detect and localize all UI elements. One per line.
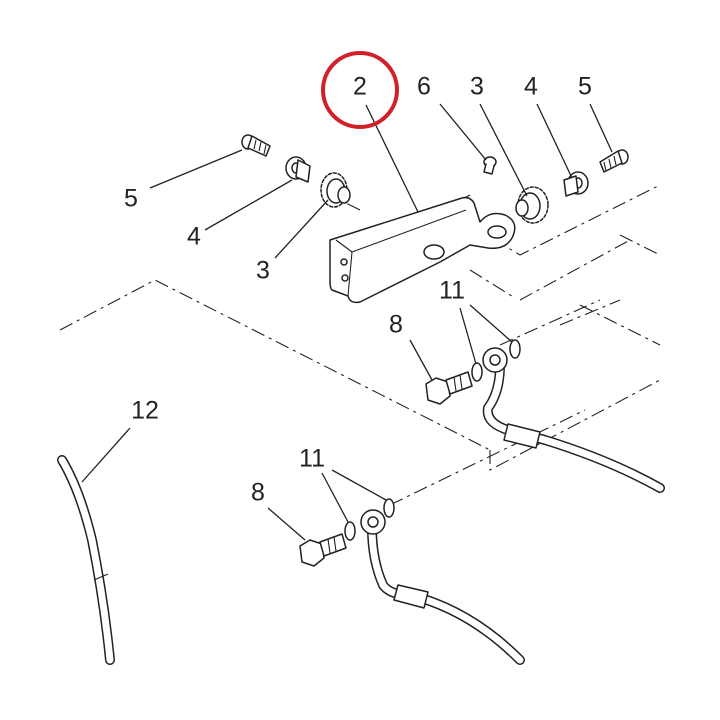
upper-sealing-washers-part-11[interactable]	[471, 339, 521, 382]
callout-12[interactable]: 12	[131, 397, 159, 425]
right-screw-part-5[interactable]	[599, 149, 629, 173]
lower-hose-part[interactable]	[360, 509, 525, 665]
callout-3-right[interactable]: 3	[470, 73, 484, 101]
lower-banjo-bolt-part-8[interactable]	[299, 533, 347, 567]
callout-8-upper[interactable]: 8	[389, 311, 403, 339]
left-gear-part-3[interactable]	[320, 172, 351, 208]
right-gear-part-3[interactable]	[515, 186, 549, 224]
right-pin-part-6[interactable]	[483, 156, 497, 175]
callout-6[interactable]: 6	[417, 73, 431, 101]
callout-8-lower[interactable]: 8	[251, 479, 265, 507]
callout-labels: 2 6 3 4 5 5 4 3 11 8 12 11 8	[124, 73, 592, 507]
lower-sealing-washers-part-11[interactable]	[344, 498, 395, 541]
callout-11-lower[interactable]: 11	[299, 445, 325, 473]
callout-2[interactable]: 2	[353, 73, 367, 101]
callout-5-left[interactable]: 5	[124, 185, 138, 213]
callout-4-right[interactable]: 4	[524, 73, 538, 101]
reference-lines	[59, 184, 661, 506]
callout-5-right[interactable]: 5	[578, 73, 592, 101]
upper-hose-part[interactable]	[482, 347, 665, 493]
upper-banjo-bolt-part-8[interactable]	[425, 371, 473, 405]
long-hose-part-12[interactable]	[57, 455, 115, 665]
callout-3-left[interactable]: 3	[256, 257, 270, 285]
bracket-part-2[interactable]	[329, 196, 516, 304]
highlight-circle	[321, 51, 399, 129]
left-screw-part-5[interactable]	[241, 134, 271, 157]
callout-11-upper[interactable]: 11	[439, 277, 465, 305]
leader-lines	[81, 103, 613, 541]
right-washer-part-4[interactable]	[563, 171, 589, 197]
callout-4-left[interactable]: 4	[187, 223, 201, 251]
left-washer-part-4[interactable]	[285, 156, 311, 183]
